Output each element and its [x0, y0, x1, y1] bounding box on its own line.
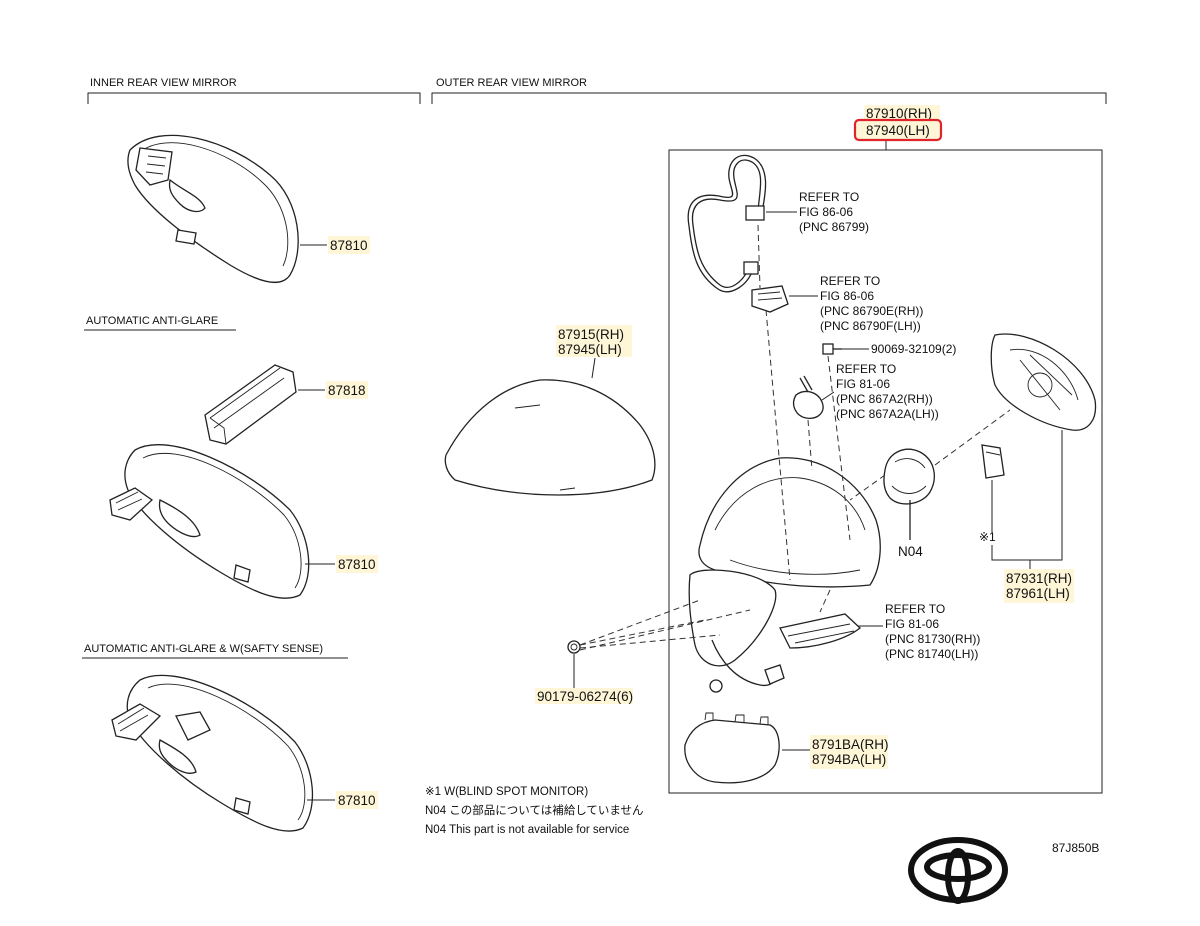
outer-assy-lh-label: 87940(LH) [866, 123, 930, 138]
mirror-glass-bracket [991, 430, 1063, 561]
inner-mirror-3-label: 87810 [338, 793, 376, 808]
mirror-glass-drawing [990, 333, 1097, 431]
inner-mirror-3-drawing [111, 674, 314, 832]
ref4-line2: FIG 81-06 [885, 617, 939, 631]
clip-label: 90179-06274(6) [537, 689, 633, 704]
mirror-housing-drawing [688, 457, 881, 693]
inner-mirror-2-label: 87810 [338, 557, 376, 572]
mirror-glass-lh-label: 87961(LH) [1006, 586, 1070, 601]
clip-label-bg [535, 688, 633, 704]
mirror-cover-drawing [444, 379, 656, 496]
lower-cover-drawing [684, 712, 780, 784]
mirror-glass-rh-label: 87931(RH) [1006, 571, 1072, 586]
inner-mirror-1-label-bg [328, 236, 370, 254]
ref4-line1: REFER TO [885, 602, 945, 616]
anti-glare-cover-label: 87818 [328, 383, 366, 398]
inner-section-bracket [87, 92, 421, 104]
ref2-line3: (PNC 86790E(RH)) [820, 304, 923, 318]
note-n04-en: N04 This part is not available for servi… [425, 824, 629, 836]
inner-section-title: INNER REAR VIEW MIRROR [90, 77, 237, 89]
toyota-logo [908, 837, 1008, 904]
sensor-part-drawing [792, 375, 824, 419]
clip-drawing [567, 640, 581, 654]
actuator-drawing [883, 448, 935, 540]
turn-lamp-drawing [779, 613, 861, 649]
inner-mirror-2-label-bg [336, 555, 378, 573]
ref2-line4: (PNC 86790F(LH)) [820, 319, 921, 333]
mirror-glass-label-bg [1004, 569, 1074, 603]
ref3-line2: FIG 81-06 [836, 377, 890, 391]
mirror-cover-label-bg [556, 325, 632, 357]
lower-cover-label-bg [810, 735, 888, 769]
lower-cover-rh-label: 8791BA(RH) [812, 737, 889, 752]
note-n04-jp: N04 この部品については補給していません [425, 803, 644, 817]
anti-glare-title: AUTOMATIC ANTI-GLARE [86, 315, 218, 327]
lower-cover-lh-label: 8794BA(LH) [812, 752, 886, 767]
ref3-line4: (PNC 867A2A(LH)) [836, 407, 939, 421]
mirror-cover-lh-label: 87945(LH) [558, 342, 622, 357]
figure-id: 87J850B [1052, 841, 1099, 855]
anti-glare-cover-label-bg [326, 381, 368, 399]
heater-part-drawing [751, 285, 789, 313]
inner-mirror-3-label-bg [336, 791, 378, 809]
wire-harness-drawing [687, 154, 767, 293]
outer-assy-rh-bg [864, 105, 940, 121]
ref4-line4: (PNC 81740(LH)) [885, 647, 978, 661]
outer-assy-lh-highlight [853, 118, 943, 142]
mirror-cover-leader [591, 357, 596, 379]
anti-glare-cover-drawing [204, 364, 297, 445]
inner-mirror-1-drawing [127, 134, 299, 284]
blind-spot-unit-drawing [981, 444, 1005, 479]
assembly-lines [579, 224, 1011, 651]
ref3-leader [821, 391, 835, 401]
inner-mirror-2-drawing [109, 444, 310, 599]
inner-mirror-1-label: 87810 [330, 238, 368, 253]
blind-spot-mark: ※1 [979, 530, 996, 544]
ref2-line2: FIG 86-06 [820, 289, 874, 303]
ref2-line1: REFER TO [820, 274, 880, 288]
mirror-cover-rh-label: 87915(RH) [558, 327, 624, 342]
outer-assy-rh-label: 87910(RH) [866, 106, 932, 121]
ref4-line3: (PNC 81730(RH)) [885, 632, 980, 646]
ref1-line3: (PNC 86799) [799, 220, 869, 234]
anti-glare-w-title: AUTOMATIC ANTI-GLARE & W(SAFTY SENSE) [84, 643, 323, 655]
outer-section-title: OUTER REAR VIEW MIRROR [436, 77, 587, 89]
screw-label: 90069-32109(2) [871, 342, 956, 356]
outer-section-bracket [431, 92, 1107, 104]
ref1-line1: REFER TO [799, 190, 859, 204]
screw-drawing [822, 343, 842, 355]
ref3-line3: (PNC 867A2(RH)) [836, 392, 933, 406]
ref1-line2: FIG 86-06 [799, 205, 853, 219]
actuator-label: N04 [898, 544, 923, 559]
note-blind-spot: ※1 W(BLIND SPOT MONITOR) [425, 786, 588, 798]
ref3-line1: REFER TO [836, 362, 896, 376]
